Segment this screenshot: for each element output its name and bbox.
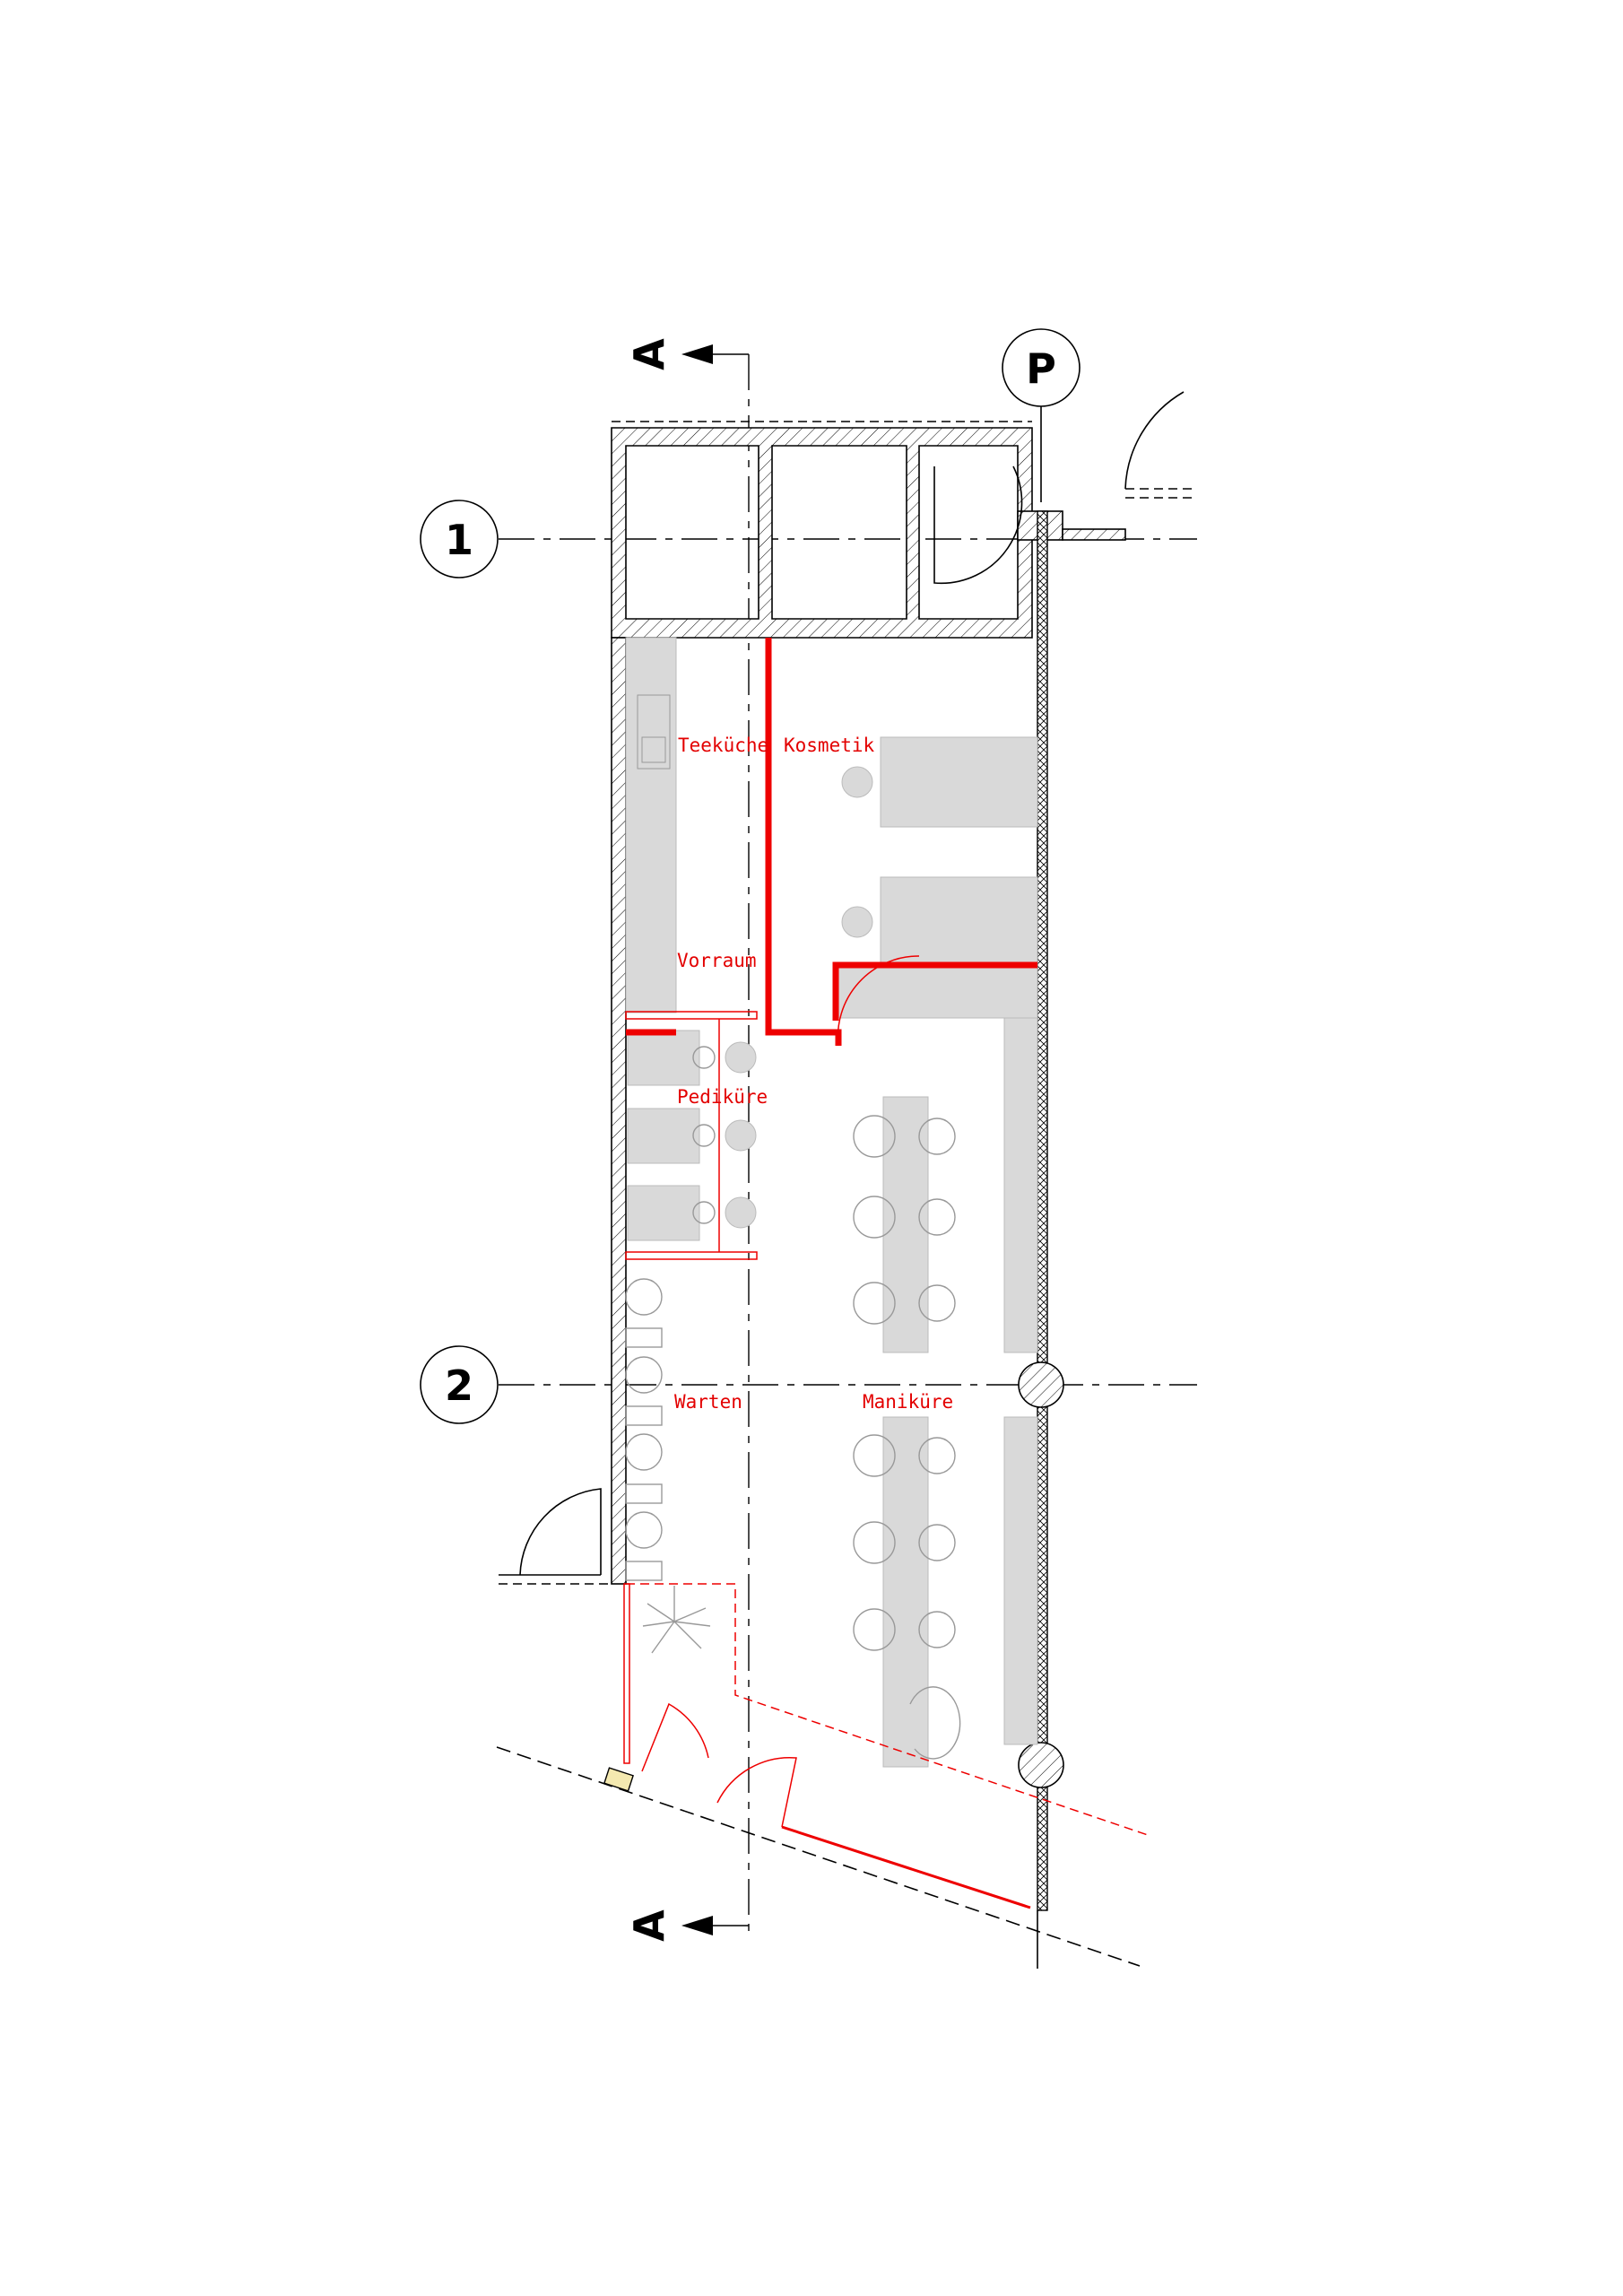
surroundings — [496, 1488, 1141, 1969]
existing-walls — [611, 391, 1197, 1911]
label-vorraum: Vorraum — [677, 950, 757, 971]
new-walls — [623, 638, 1149, 1909]
axis-marker-p: P — [1002, 328, 1081, 407]
svg-text:2: 2 — [445, 1361, 473, 1410]
grid-axes — [499, 354, 1197, 1937]
svg-text:A: A — [625, 1909, 673, 1942]
axis-marker-1: 1 — [420, 500, 499, 578]
manicure-table — [882, 1416, 929, 1768]
svg-text:A: A — [625, 338, 673, 370]
room-labels: Teeküche Kosmetik Vorraum Pediküre Warte… — [674, 735, 953, 1413]
furniture — [625, 637, 1038, 1768]
label-kosmetik: Kosmetik — [784, 735, 875, 756]
plant — [642, 1586, 711, 1654]
svg-text:P: P — [1026, 344, 1056, 393]
counter — [837, 964, 1038, 1019]
cosmetic-bed — [880, 876, 1038, 969]
label-manikuere: Maniküre — [863, 1391, 953, 1413]
axis-marker-2: 2 — [420, 1345, 499, 1424]
columns — [1018, 1361, 1064, 1788]
label-warten: Warten — [674, 1391, 742, 1413]
section-marker-top: A — [625, 338, 749, 370]
label-teekueche: Teeküche — [678, 735, 768, 756]
cosmetic-bed — [880, 736, 1038, 828]
section-marker-bottom: A — [625, 1909, 749, 1942]
kitchen-counter — [625, 637, 677, 1013]
label-pedikuere: Pediküre — [677, 1086, 768, 1108]
svg-text:1: 1 — [445, 516, 473, 564]
